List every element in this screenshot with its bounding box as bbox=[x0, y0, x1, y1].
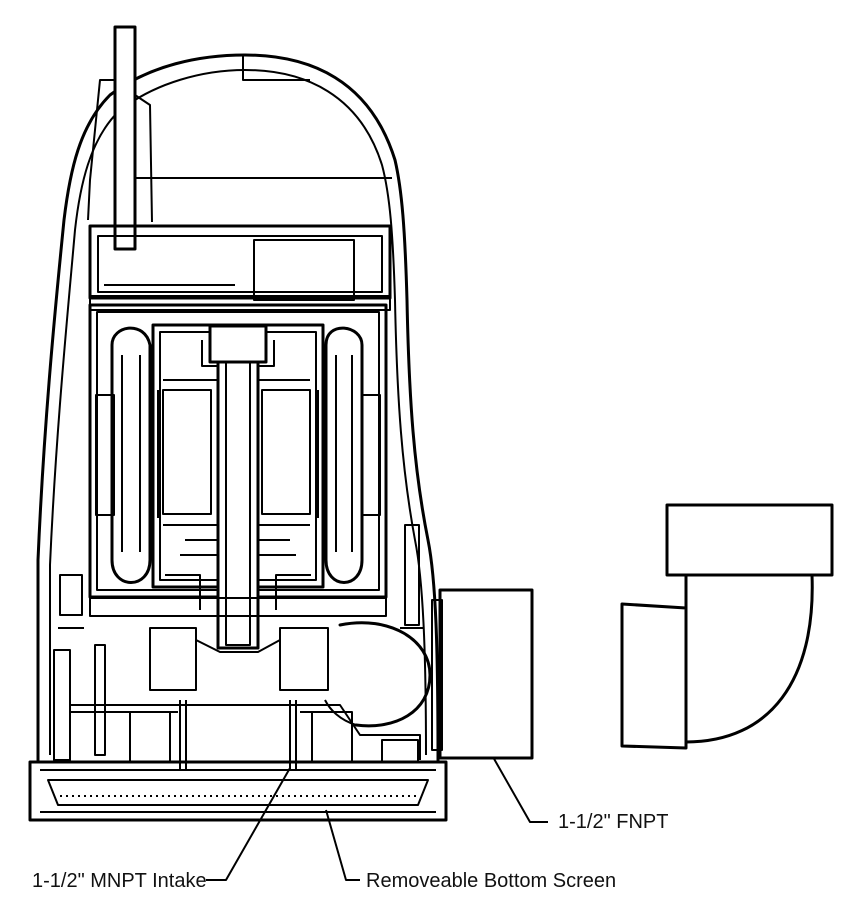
pump-base bbox=[28, 700, 448, 822]
fnpt-leader bbox=[492, 756, 548, 823]
discharge-port bbox=[431, 588, 534, 760]
impeller-housing bbox=[89, 597, 432, 728]
mnpt-leader bbox=[206, 767, 291, 881]
leader-lines bbox=[206, 756, 548, 881]
mnpt-intake-label: 1-1/2" MNPT Intake bbox=[32, 870, 207, 892]
switch-chamber bbox=[88, 224, 392, 311]
fnpt-label: 1-1/2" FNPT bbox=[558, 811, 669, 833]
bottom-screen bbox=[47, 779, 429, 806]
motor-chamber bbox=[88, 303, 388, 650]
pump-handle bbox=[87, 25, 153, 251]
bottom-screen-label: Removeable Bottom Screen bbox=[366, 870, 617, 892]
elbow-fitting bbox=[620, 503, 834, 750]
screen-leader bbox=[325, 809, 360, 881]
